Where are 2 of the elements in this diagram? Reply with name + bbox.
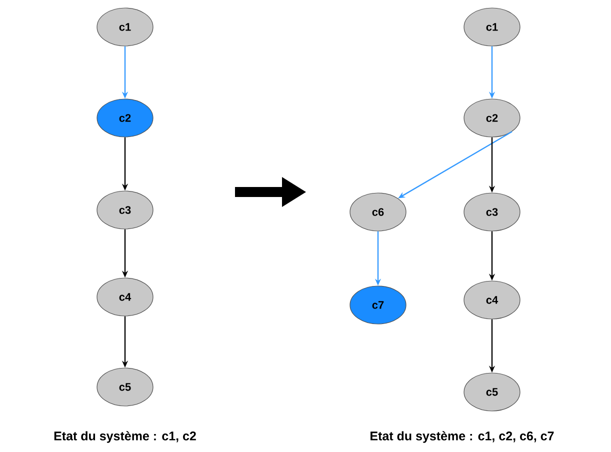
caption-text: Etat du système : c1, c2	[54, 431, 196, 443]
caption-text: Etat du système : c1, c2, c6, c7	[370, 431, 554, 443]
